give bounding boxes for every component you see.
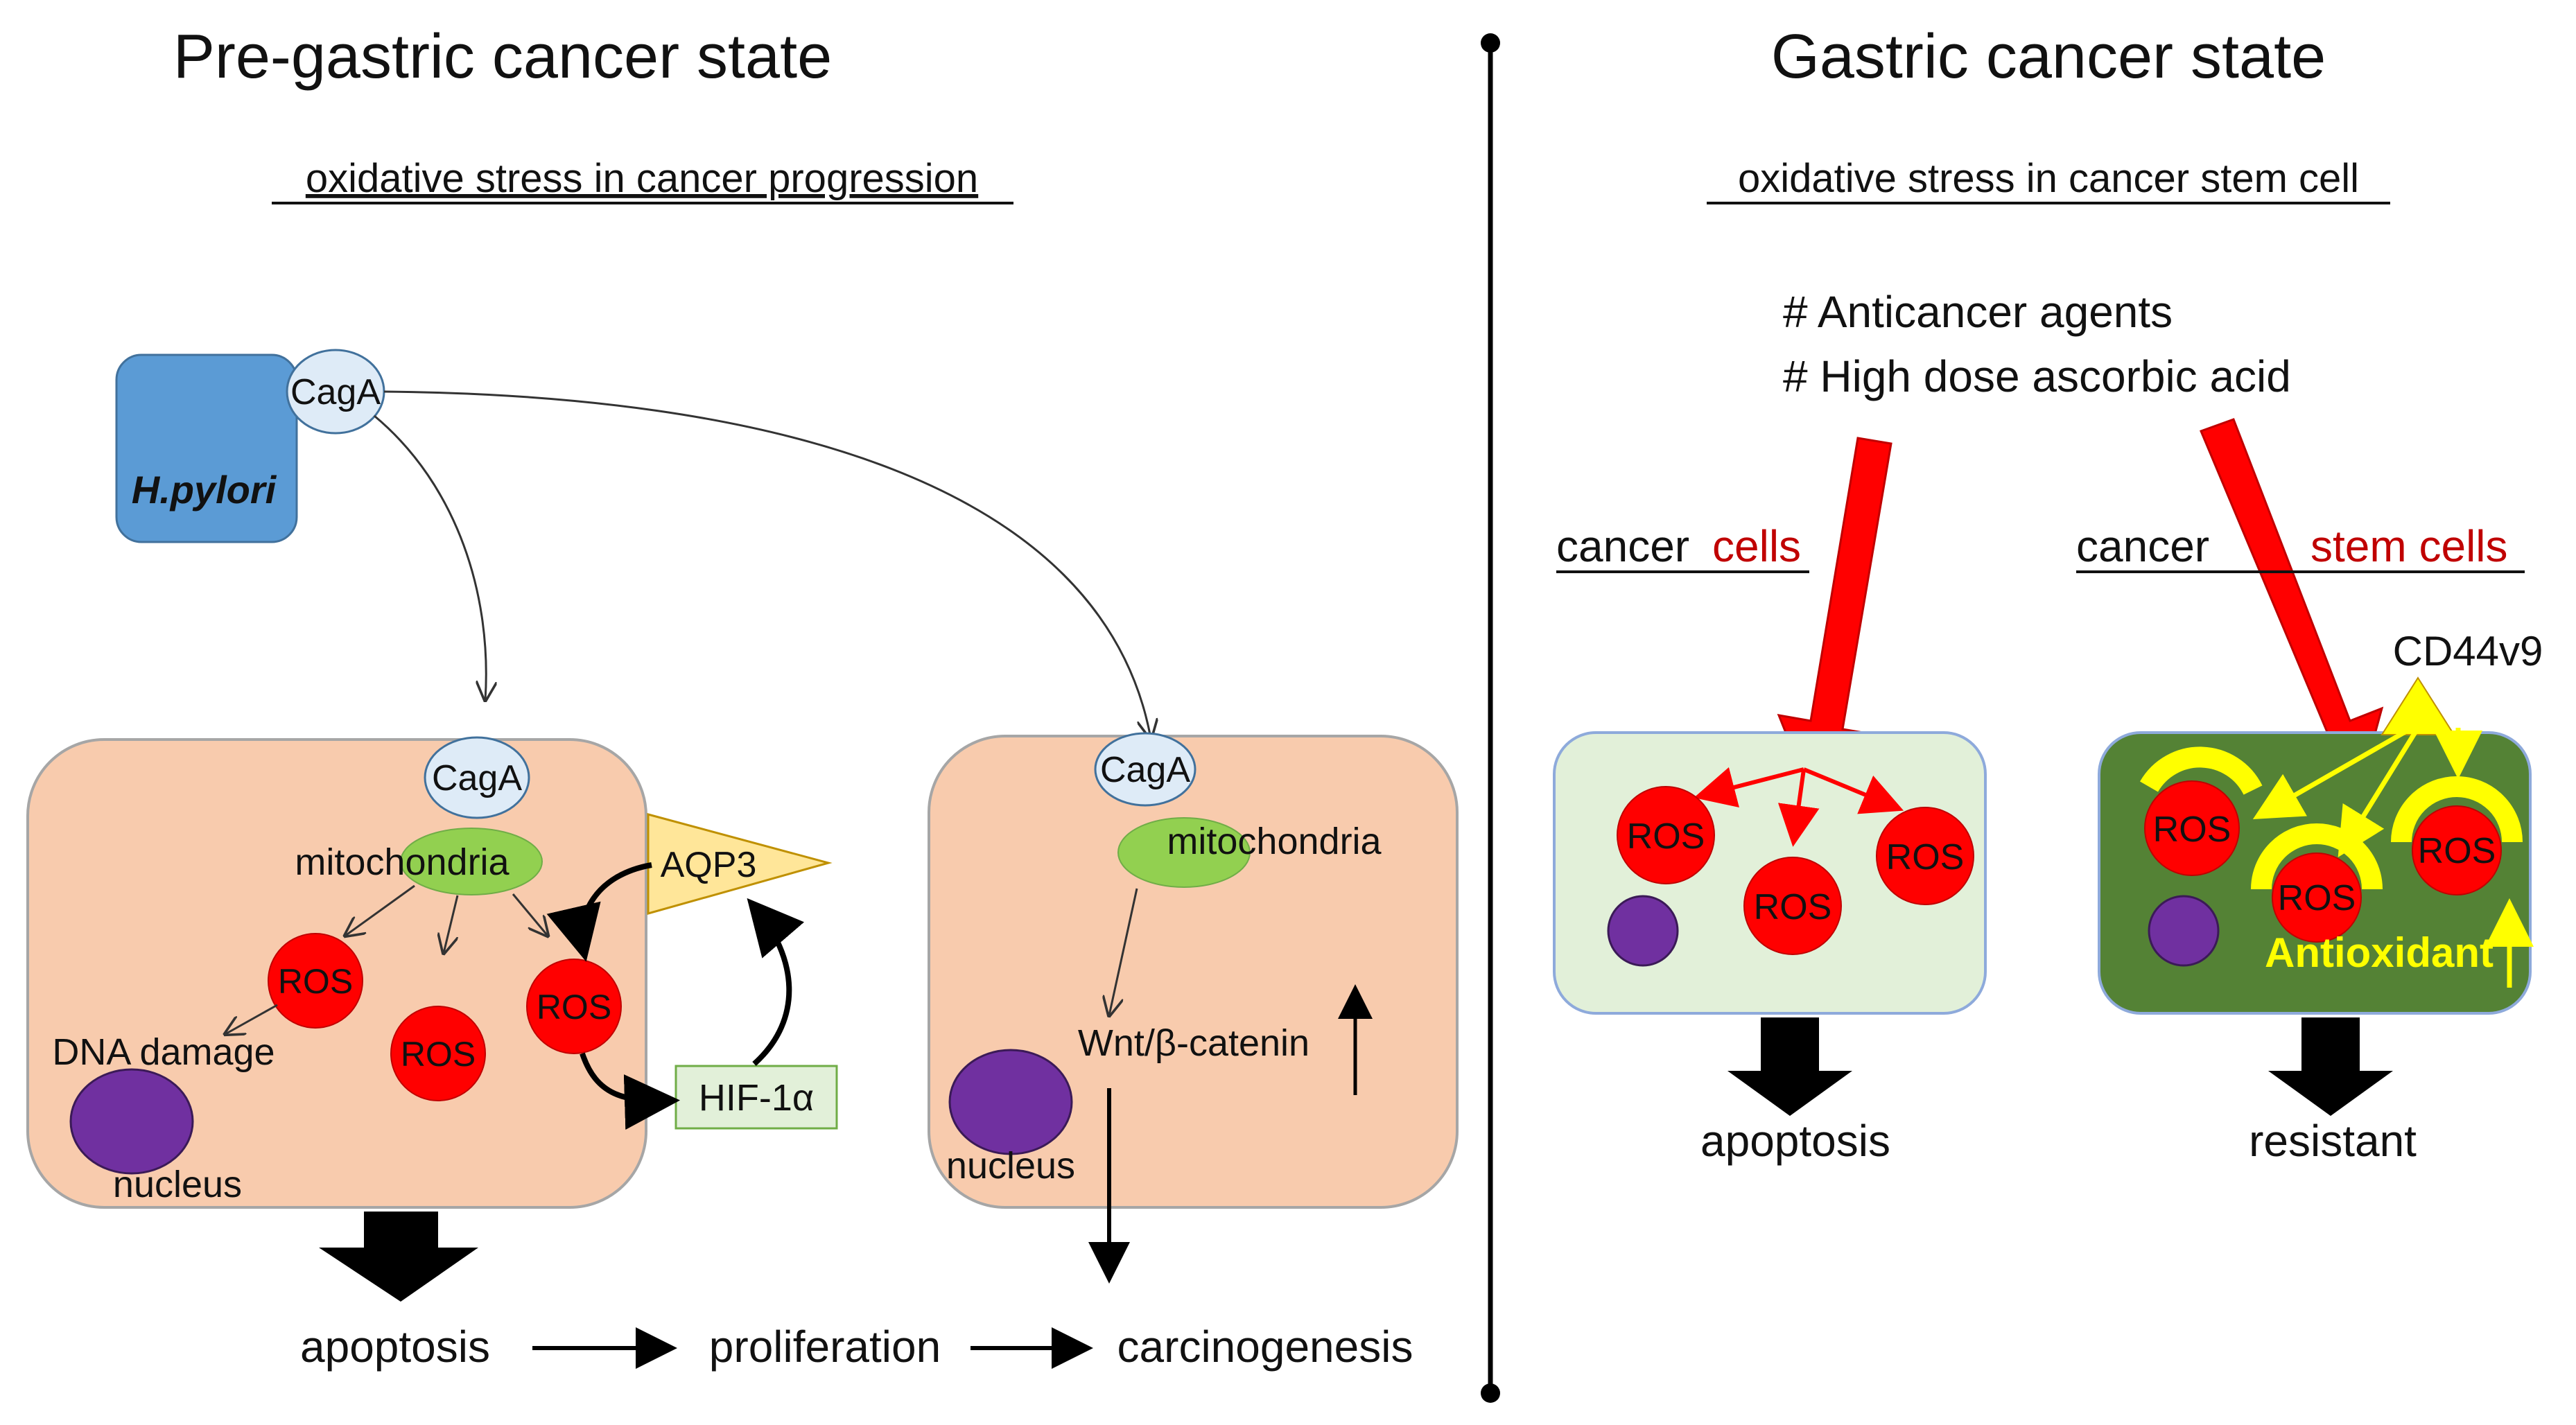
cell1-caga — [424, 736, 530, 819]
red-split-arrow-1 — [1694, 767, 1804, 808]
hpylori-bacterium — [115, 353, 298, 543]
cancer-ros-2-label: ROS — [1754, 887, 1832, 927]
cell1-ros-3-label: ROS — [537, 988, 611, 1026]
cell1-mitochondria — [400, 828, 543, 895]
red-split-arrow-2 — [1777, 769, 1820, 847]
cell2-nucleus — [948, 1049, 1073, 1155]
cd44-arrow-2 — [2338, 730, 2418, 857]
cell1-ros-2-label: ROS — [401, 1035, 476, 1074]
hif1a-box — [675, 1065, 838, 1130]
right-apoptosis: apoptosis — [1700, 1116, 1890, 1166]
caga-to-cell2-arrow — [383, 390, 1151, 738]
mito-to-wnt-arrow — [1109, 888, 1138, 1015]
cancer-ros-1-label: ROS — [1627, 816, 1705, 857]
cd44v9-label: CD44v9 — [2393, 628, 2543, 674]
ros-to-dna-arrow — [225, 1004, 278, 1034]
cell2-caga-label: CagA — [1100, 750, 1190, 790]
aqp3-label: AQP3 — [661, 845, 757, 885]
caga-to-cell1-arrow — [374, 414, 486, 700]
cancer-ros-3 — [1876, 807, 1974, 905]
red-arrow-cancer-cells — [1777, 437, 1892, 780]
cancer-ros-3-label: ROS — [1886, 837, 1965, 877]
agents-line-1: # Anticancer agents — [1783, 287, 2173, 337]
hif1a-label: HIF-1α — [699, 1077, 814, 1119]
antioxidant-cap-3 — [2391, 776, 2523, 843]
aqp3-to-ros-arrow — [546, 862, 652, 962]
stem-ros-1 — [2144, 780, 2240, 876]
cancer-cells-label-a: cancer — [1556, 521, 1689, 571]
cell1-nucleus — [69, 1068, 194, 1175]
cancer-ros-1 — [1617, 786, 1715, 884]
cell1-caga-label: CagA — [432, 758, 522, 798]
cancer-nucleus — [1607, 895, 1679, 967]
cancer-to-apoptosis-arrow — [1728, 1017, 1852, 1116]
mito-to-ros1-arrow — [345, 884, 415, 936]
cancer-ros-2 — [1743, 857, 1842, 955]
stem-ros-2 — [2272, 853, 2362, 943]
antioxidant-label: Antioxidant — [2265, 929, 2494, 976]
mito-to-ros2-arrow — [444, 895, 459, 953]
divider-dot-bottom — [1481, 1383, 1500, 1403]
stem-ros-3 — [2412, 805, 2502, 895]
stem-nucleus — [2148, 895, 2220, 967]
cell1-to-apoptosis-arrow — [319, 1212, 478, 1302]
mito-to-ros3-arrow — [512, 893, 548, 936]
cd44-arrow-1 — [2252, 725, 2414, 819]
ros-to-hif-arrow — [580, 1052, 680, 1130]
cell1-ros-1-label: ROS — [278, 962, 353, 1001]
stem-cells-label-b: stem cells — [2310, 521, 2508, 571]
stem-ros-1-label: ROS — [2153, 810, 2231, 850]
cell2-caga — [1094, 732, 1196, 807]
dna-damage-label: DNA damage — [52, 1031, 275, 1073]
cell1-ros-2 — [390, 1006, 486, 1101]
cell2-mitochondria-label: mitochondria — [1167, 821, 1382, 862]
caga-label-top: CagA — [290, 372, 381, 412]
red-arrow-stem-cells — [2200, 418, 2384, 771]
cell2-mitochondria — [1117, 817, 1251, 888]
cd44v9-marker — [2381, 676, 2455, 735]
left-title: Pre-gastric cancer state — [173, 22, 832, 91]
bottom-apoptosis: apoptosis — [300, 1322, 490, 1372]
right-resistant: resistant — [2249, 1116, 2417, 1166]
cell1-nucleus-label: nucleus — [113, 1164, 242, 1205]
bottom-proliferation: proliferation — [709, 1322, 941, 1372]
stem-ros-2-label: ROS — [2278, 878, 2356, 918]
bottom-carcinogenesis: carcinogenesis — [1117, 1322, 1413, 1372]
left-subtitle: oxidative stress in cancer progression — [306, 156, 978, 201]
stem-ros-3-label: ROS — [2418, 831, 2496, 871]
cancer-cells-label-b: cells — [1712, 521, 1801, 571]
antioxidant-cap-2 — [2251, 823, 2383, 890]
hif-to-aqp3-arrow — [747, 898, 805, 1066]
agents-line-2: # High dose ascorbic acid — [1783, 351, 2291, 401]
cell2-nucleus-label: nucleus — [946, 1145, 1075, 1187]
stem-to-resistant-arrow — [2268, 1017, 2393, 1116]
right-subtitle: oxidative stress in cancer stem cell — [1738, 156, 2359, 201]
hpylori-label: H.pylori — [132, 468, 277, 512]
stem-cells-label-a: cancer — [2076, 521, 2209, 571]
divider-dot-top — [1481, 33, 1500, 53]
red-split-arrow-3 — [1802, 767, 1904, 814]
cell1-ros-1 — [268, 933, 363, 1029]
wnt-label: Wnt/β-catenin — [1078, 1022, 1309, 1064]
cell1-mitochondria-label: mitochondria — [295, 841, 510, 883]
right-title: Gastric cancer state — [1771, 22, 2326, 91]
antioxidant-cap-1 — [2140, 746, 2263, 796]
